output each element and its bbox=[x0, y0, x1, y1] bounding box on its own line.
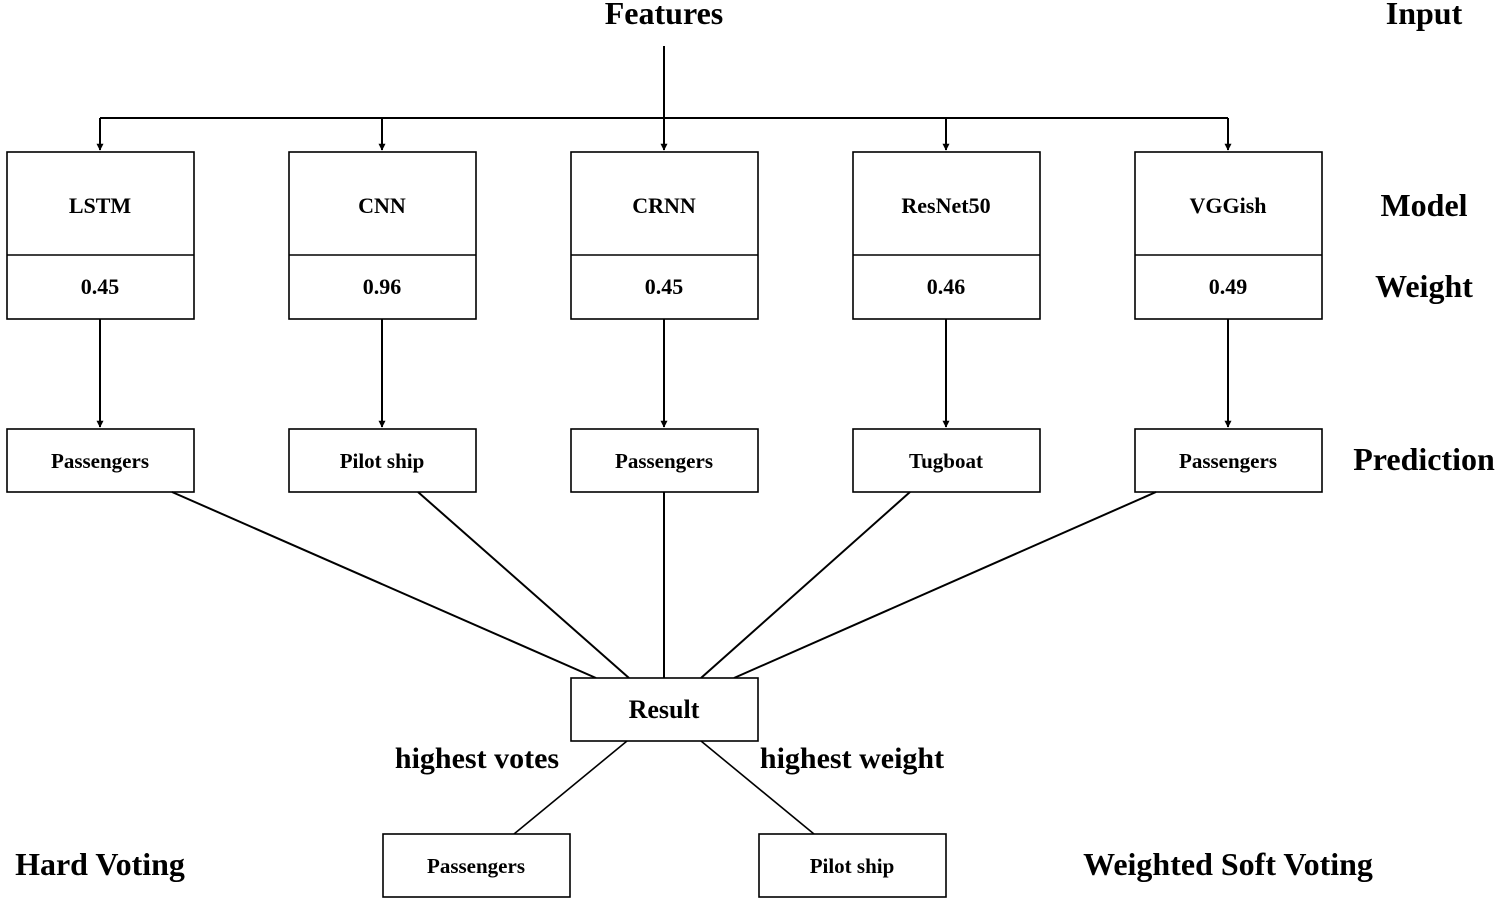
model-weight: 0.45 bbox=[81, 274, 120, 299]
hard-voting-output-box bbox=[382, 833, 571, 898]
hard-voting-title: Hard Voting bbox=[15, 846, 185, 882]
model-box bbox=[852, 151, 1041, 320]
model-weight: 0.96 bbox=[363, 274, 402, 299]
features-label: Features bbox=[605, 0, 723, 31]
link-lstm-to-result bbox=[171, 491, 597, 679]
prediction-row-label: Prediction bbox=[1353, 441, 1495, 477]
link-resnet50-to-result bbox=[700, 491, 911, 679]
prediction-label: Passengers bbox=[1179, 449, 1277, 473]
model-weight: 0.49 bbox=[1209, 274, 1248, 299]
model-name: ResNet50 bbox=[901, 193, 990, 218]
prediction-label: Passengers bbox=[51, 449, 149, 473]
hard-voting-output: Passengers bbox=[427, 854, 525, 878]
result-box bbox=[570, 677, 759, 742]
model-row-label: Model bbox=[1380, 187, 1467, 223]
hard-voting-criterion: highest votes bbox=[395, 742, 559, 775]
link-result-to-hard-output bbox=[513, 740, 628, 835]
model-column-lstm: LSTM 0.45 Passengers bbox=[6, 151, 195, 493]
model-name: CRNN bbox=[632, 193, 696, 218]
model-column-crnn: CRNN 0.45 Passengers bbox=[570, 151, 759, 493]
soft-voting-criterion: highest weight bbox=[760, 742, 944, 775]
link-cnn-to-result bbox=[417, 491, 630, 679]
prediction-box bbox=[6, 428, 195, 493]
prediction-box bbox=[1134, 428, 1323, 493]
model-column-cnn: CNN 0.96 Pilot ship bbox=[288, 151, 477, 493]
link-vggish-to-result bbox=[733, 491, 1157, 679]
model-column-vggish: VGGish 0.49 Passengers bbox=[1134, 151, 1323, 493]
weight-row-label: Weight bbox=[1375, 268, 1473, 304]
model-weight: 0.46 bbox=[927, 274, 966, 299]
soft-voting-output-box bbox=[758, 833, 947, 898]
model-weight: 0.45 bbox=[645, 274, 684, 299]
result-label: Result bbox=[629, 695, 700, 724]
model-box bbox=[1134, 151, 1323, 320]
prediction-box bbox=[288, 428, 477, 493]
prediction-label: Pilot ship bbox=[340, 449, 425, 473]
soft-voting-output: Pilot ship bbox=[810, 854, 895, 878]
model-name: LSTM bbox=[69, 193, 132, 218]
model-column-resnet50: ResNet50 0.46 Tugboat bbox=[852, 151, 1041, 493]
model-box bbox=[570, 151, 759, 320]
input-row-label: Input bbox=[1386, 0, 1463, 31]
model-name: CNN bbox=[358, 193, 406, 218]
prediction-box bbox=[852, 428, 1041, 493]
soft-voting-title: Weighted Soft Voting bbox=[1083, 846, 1373, 882]
link-result-to-soft-output bbox=[700, 740, 815, 835]
model-name: VGGish bbox=[1189, 193, 1266, 218]
prediction-label: Tugboat bbox=[909, 449, 983, 473]
prediction-label: Passengers bbox=[615, 449, 713, 473]
